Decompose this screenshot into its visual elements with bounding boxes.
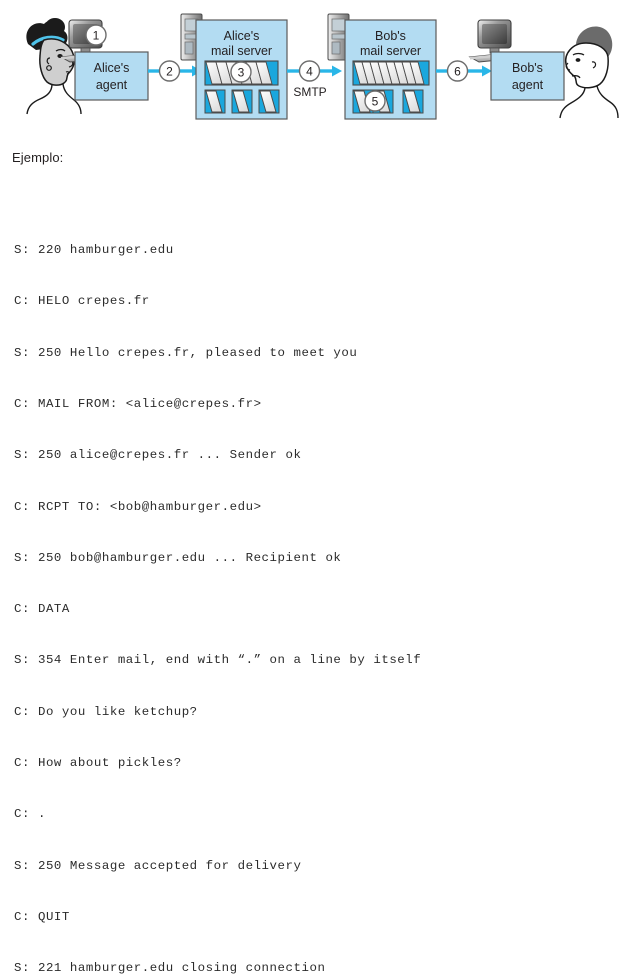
step-1-marker: 1 xyxy=(85,24,107,46)
bob-mail-server-tower-icon xyxy=(327,13,350,61)
example-label: Ejemplo: xyxy=(12,150,64,165)
arrow-step-2: 2 xyxy=(148,60,202,82)
bob-envelope-stack xyxy=(352,60,430,86)
transcript-line: S: 250 bob@hamburger.edu ... Recipient o… xyxy=(14,550,342,565)
transcript-line: C: . xyxy=(14,807,46,822)
transcript-line: S: 250 Message accepted for delivery xyxy=(14,858,302,873)
transcript-line: C: DATA xyxy=(14,602,70,617)
bob-person-illustration xyxy=(559,26,619,119)
bob-agent-label-line2: agent xyxy=(512,78,544,92)
step-2-label: 2 xyxy=(166,65,173,79)
bob-mail-server-node: Bob's mail server xyxy=(344,19,437,120)
bob-agent-label-line1: Bob's xyxy=(512,61,543,75)
email-flow-diagram: 1 Alice's agent 2 Alice's mail server xyxy=(0,0,619,140)
arrow-step-4: 4 SMTP xyxy=(287,60,342,99)
transcript-line: C: RCPT TO: <bob@hamburger.edu> xyxy=(14,499,262,514)
alice-agent-label-line2: agent xyxy=(96,78,128,92)
transcript-line: S: 221 hamburger.edu closing connection xyxy=(14,961,326,976)
alice-mail-server-node: Alice's mail server 3 xyxy=(195,19,288,120)
bob-mail-server-label-line2: mail server xyxy=(360,44,421,58)
step-5-label: 5 xyxy=(372,95,379,109)
bob-mail-server-label-line1: Bob's xyxy=(375,29,406,43)
smtp-transcript: S: 220 hamburger.edu C: HELO crepes.fr S… xyxy=(14,208,421,976)
transcript-line: C: QUIT xyxy=(14,909,70,924)
arrow-step-6: 6 xyxy=(436,60,492,82)
transcript-line: C: How about pickles? xyxy=(14,756,182,770)
transcript-line: C: MAIL FROM: <alice@crepes.fr> xyxy=(14,397,262,412)
transcript-line: C: Do you like ketchup? xyxy=(14,704,198,719)
alice-mail-server-label-line2: mail server xyxy=(211,44,272,58)
step-4-label: 4 xyxy=(306,65,313,79)
step-1-label: 1 xyxy=(93,29,100,43)
step-5-marker: 5 xyxy=(364,90,386,112)
step-3-label: 3 xyxy=(238,66,245,80)
transcript-line: S: 250 alice@crepes.fr ... Sender ok xyxy=(14,448,302,463)
alice-mail-server-label-line1: Alice's xyxy=(224,29,260,43)
transcript-line: S: 220 hamburger.edu xyxy=(14,243,174,258)
step-6-label: 6 xyxy=(454,65,461,79)
transcript-line: S: 354 Enter mail, end with “.” on a lin… xyxy=(14,653,422,668)
alice-agent-node: Alice's agent xyxy=(74,51,149,101)
transcript-line: C: HELO crepes.fr xyxy=(14,294,150,309)
smtp-protocol-label: SMTP xyxy=(293,85,326,99)
transcript-line: S: 250 Hello crepes.fr, pleased to meet … xyxy=(14,345,358,360)
bob-stored-envelopes xyxy=(352,89,424,114)
alice-person-illustration xyxy=(26,18,82,115)
bob-agent-node: Bob's agent xyxy=(490,51,565,101)
alice-stored-envelopes xyxy=(204,89,280,114)
alice-agent-label-line1: Alice's xyxy=(94,61,130,75)
step-3-marker: 3 xyxy=(230,61,252,83)
